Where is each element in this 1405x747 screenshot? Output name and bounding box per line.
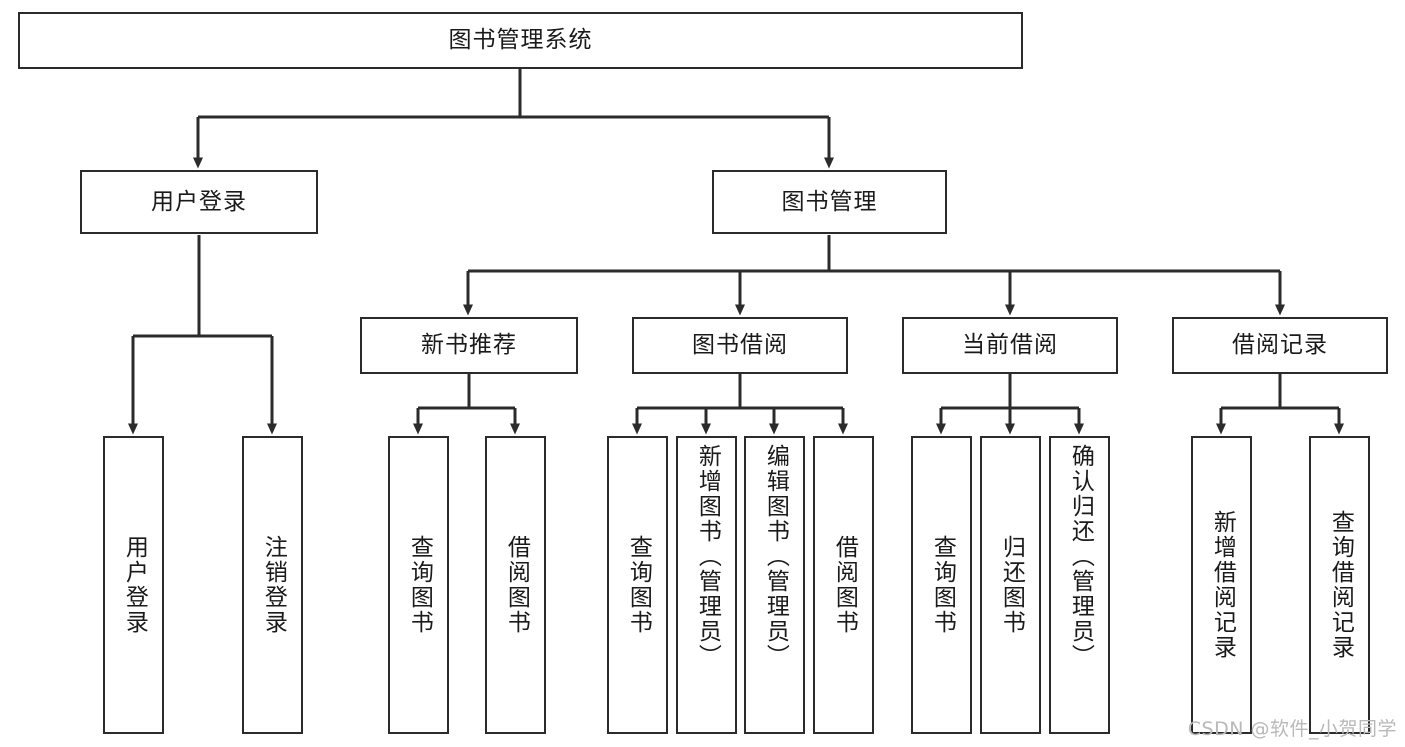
node-label: 查询图书 [406, 535, 433, 635]
leaf-recommend-borrow-book[interactable]: 借阅图书 [485, 436, 546, 734]
node-label: 图书管理系统 [448, 27, 593, 53]
node-user-login[interactable]: 用户登录 [80, 170, 318, 234]
leaf-user-login[interactable]: 用户登录 [103, 436, 164, 734]
leaf-record-add-borrow-record[interactable]: 新增借阅记录 [1191, 436, 1252, 734]
leaf-borrow-add-book-admin[interactable]: 新增图书（管理员） [676, 436, 737, 734]
leaf-borrow-query-book[interactable]: 查询图书 [607, 436, 668, 734]
leaf-current-confirm-return-admin[interactable]: 确认归还（管理员） [1049, 436, 1110, 734]
node-label: 新增图书（管理员） [694, 444, 721, 669]
node-book-management[interactable]: 图书管理 [712, 170, 947, 234]
node-label: 用户登录 [121, 535, 148, 635]
node-label: 借阅图书 [831, 535, 858, 635]
node-label: 新增借阅记录 [1209, 510, 1236, 660]
watermark-credit: CSDN @软件_小贺同学 [1187, 718, 1397, 740]
leaf-current-query-book[interactable]: 查询图书 [911, 436, 972, 734]
node-label: 查询图书 [929, 535, 956, 635]
node-root-system[interactable]: 图书管理系统 [18, 12, 1023, 69]
node-label: 借阅记录 [1232, 332, 1328, 358]
node-label: 确认归还（管理员） [1067, 444, 1094, 669]
node-label: 当前借阅 [962, 332, 1058, 358]
leaf-recommend-query-book[interactable]: 查询图书 [388, 436, 449, 734]
node-label: 查询图书 [625, 535, 652, 635]
leaf-borrow-edit-book-admin[interactable]: 编辑图书（管理员） [744, 436, 805, 734]
node-label: 图书借阅 [692, 332, 788, 358]
node-book-borrow[interactable]: 图书借阅 [632, 317, 848, 374]
node-label: 查询借阅记录 [1327, 510, 1354, 660]
node-label: 归还图书 [998, 535, 1025, 635]
leaf-user-logout[interactable]: 注销登录 [242, 436, 303, 734]
leaf-borrow-borrow-book[interactable]: 借阅图书 [813, 436, 874, 734]
node-borrow-record[interactable]: 借阅记录 [1172, 317, 1388, 374]
node-label: 借阅图书 [503, 535, 530, 635]
node-label: 图书管理 [781, 188, 878, 215]
leaf-current-return-book[interactable]: 归还图书 [980, 436, 1041, 734]
node-new-book-recommend[interactable]: 新书推荐 [360, 317, 578, 374]
leaf-record-query-borrow-record[interactable]: 查询借阅记录 [1309, 436, 1370, 734]
node-current-borrow[interactable]: 当前借阅 [902, 317, 1118, 374]
node-label: 新书推荐 [421, 332, 517, 358]
node-label: 编辑图书（管理员） [762, 444, 789, 669]
node-label: 用户登录 [151, 188, 247, 215]
node-label: 注销登录 [260, 535, 287, 635]
